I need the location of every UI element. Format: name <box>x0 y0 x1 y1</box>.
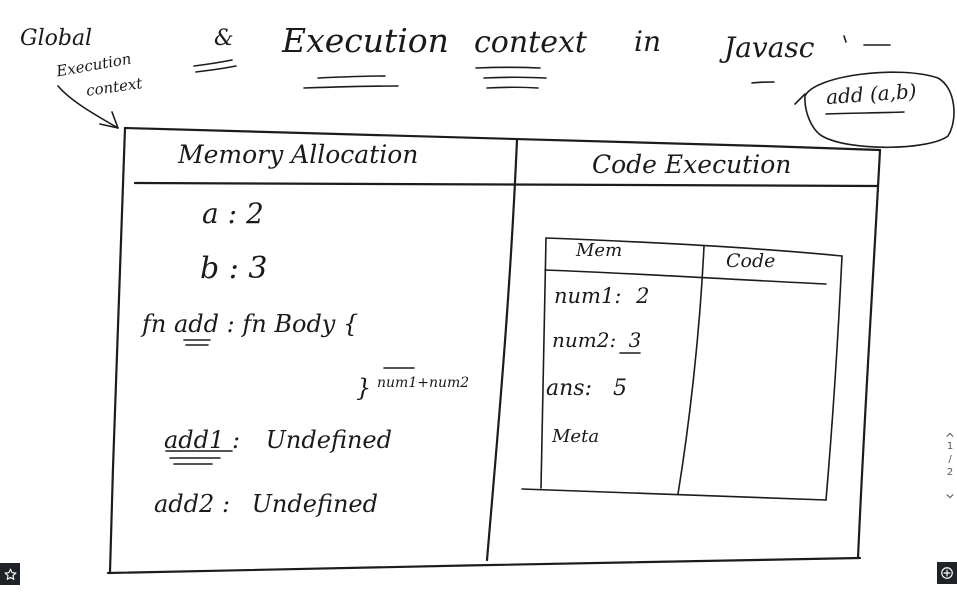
inner-table-bottom <box>521 488 827 501</box>
memory-entry-sep: : <box>227 197 238 230</box>
inner-table-col-line <box>677 245 705 495</box>
call-bubble <box>804 71 955 149</box>
memory-entry-key: fn add <box>142 310 220 338</box>
frame-right-line <box>856 148 882 560</box>
execution-underline-2 <box>303 85 399 89</box>
title-mark-underline <box>193 59 233 67</box>
inner-row-key: num1 <box>554 284 615 308</box>
inner-row-sep: : <box>614 284 622 308</box>
page-total: 2 <box>946 467 954 478</box>
memory-entry-sep: : <box>231 426 241 454</box>
context-underline-3 <box>486 86 539 89</box>
call-pointer <box>794 93 806 105</box>
inner-table-header-code: Code <box>726 250 776 272</box>
memory-entry-fn-body-close: } num1+num2 <box>356 376 469 400</box>
inner-row-key: ans <box>546 376 585 401</box>
star-icon <box>4 568 16 580</box>
inner-row-value: 2 <box>636 284 650 308</box>
memory-entry-value: 2 <box>245 197 264 230</box>
gec-arrow-head <box>99 111 119 129</box>
memory-entry-value: Undefined <box>265 426 392 454</box>
inner-table-row-ans: ans: 5 <box>546 378 627 400</box>
page-navigator: 1 / 2 <box>943 430 957 501</box>
title-javasc: Javasc <box>724 31 815 64</box>
panel-divider-line <box>485 138 519 562</box>
inner-table-row-num1: num1: 2 <box>554 286 649 307</box>
inner-row-sep: : <box>609 328 617 352</box>
memory-entry-a: a : 2 <box>202 200 264 228</box>
page-current: 1 <box>946 441 954 452</box>
memory-entry-value: fn Body { <box>242 310 359 338</box>
gec-label-line1: Global <box>20 26 93 51</box>
memory-entry-sep: : <box>228 251 239 286</box>
title-in: in <box>634 25 661 58</box>
inner-table-row-num2: num2: 3 <box>552 330 641 350</box>
memory-entry-sep: : <box>226 310 235 338</box>
add-button[interactable] <box>937 562 957 584</box>
javasc-underline <box>751 81 775 84</box>
memory-entry-value: Undefined <box>251 490 378 518</box>
title-execution: Execution <box>282 21 449 60</box>
context-underline-2 <box>483 76 547 79</box>
execution-underline-1 <box>317 75 386 79</box>
frame-top-line <box>123 126 882 152</box>
title-context: context <box>474 25 587 60</box>
memory-entry-value: num1+num2 <box>377 375 470 391</box>
call-label: add (a,b) <box>825 78 918 110</box>
memory-entry-key: b <box>200 251 220 286</box>
star-button[interactable] <box>0 563 20 585</box>
code-execution-header: Code Execution <box>592 150 792 179</box>
add-circle-icon <box>941 567 953 579</box>
header-divider-line <box>133 181 880 188</box>
memory-entry-b: b : 3 <box>200 254 268 284</box>
inner-table-header-line <box>544 269 827 285</box>
memory-entry-add2: add2 : Undefined <box>154 492 378 516</box>
title-mark-underline-2 <box>195 65 237 73</box>
memory-entry-fn-add: fn add : fn Body { <box>142 312 358 336</box>
chevron-down-icon[interactable] <box>945 491 955 501</box>
inner-table-header-mem: Mem <box>576 240 623 261</box>
memory-entry-value: 3 <box>248 251 268 286</box>
memory-entry-key: a <box>202 197 219 230</box>
memory-entry-key: } <box>356 374 372 402</box>
inner-row-value: 5 <box>613 376 627 401</box>
frame-bottom-line <box>106 556 862 575</box>
gec-arrow-line <box>57 85 119 129</box>
call-underline <box>825 111 905 115</box>
title-tick <box>843 35 847 43</box>
memory-entry-sep: : <box>221 490 231 518</box>
inner-table-right <box>825 255 843 501</box>
frame-left-line <box>108 126 127 574</box>
title-mark: & <box>214 26 234 51</box>
inner-table-row-meta: Meta <box>552 428 599 446</box>
inner-row-value: 3 <box>628 328 642 352</box>
memory-entry-key: add1 <box>164 426 225 454</box>
context-underline-1 <box>475 66 541 69</box>
memory-entry-add1: add1 : Undefined <box>164 428 392 452</box>
inner-row-key: Meta <box>552 426 600 447</box>
inner-row-sep: : <box>584 376 592 401</box>
page-divider: / <box>948 454 952 465</box>
memory-entry-key: add2 <box>154 490 215 518</box>
chevron-up-icon[interactable] <box>945 430 955 440</box>
inner-table-top <box>545 237 843 257</box>
inner-row-key: num2 <box>552 328 610 352</box>
inner-table-left <box>540 237 547 489</box>
memory-allocation-header: Memory Allocation <box>178 140 419 169</box>
